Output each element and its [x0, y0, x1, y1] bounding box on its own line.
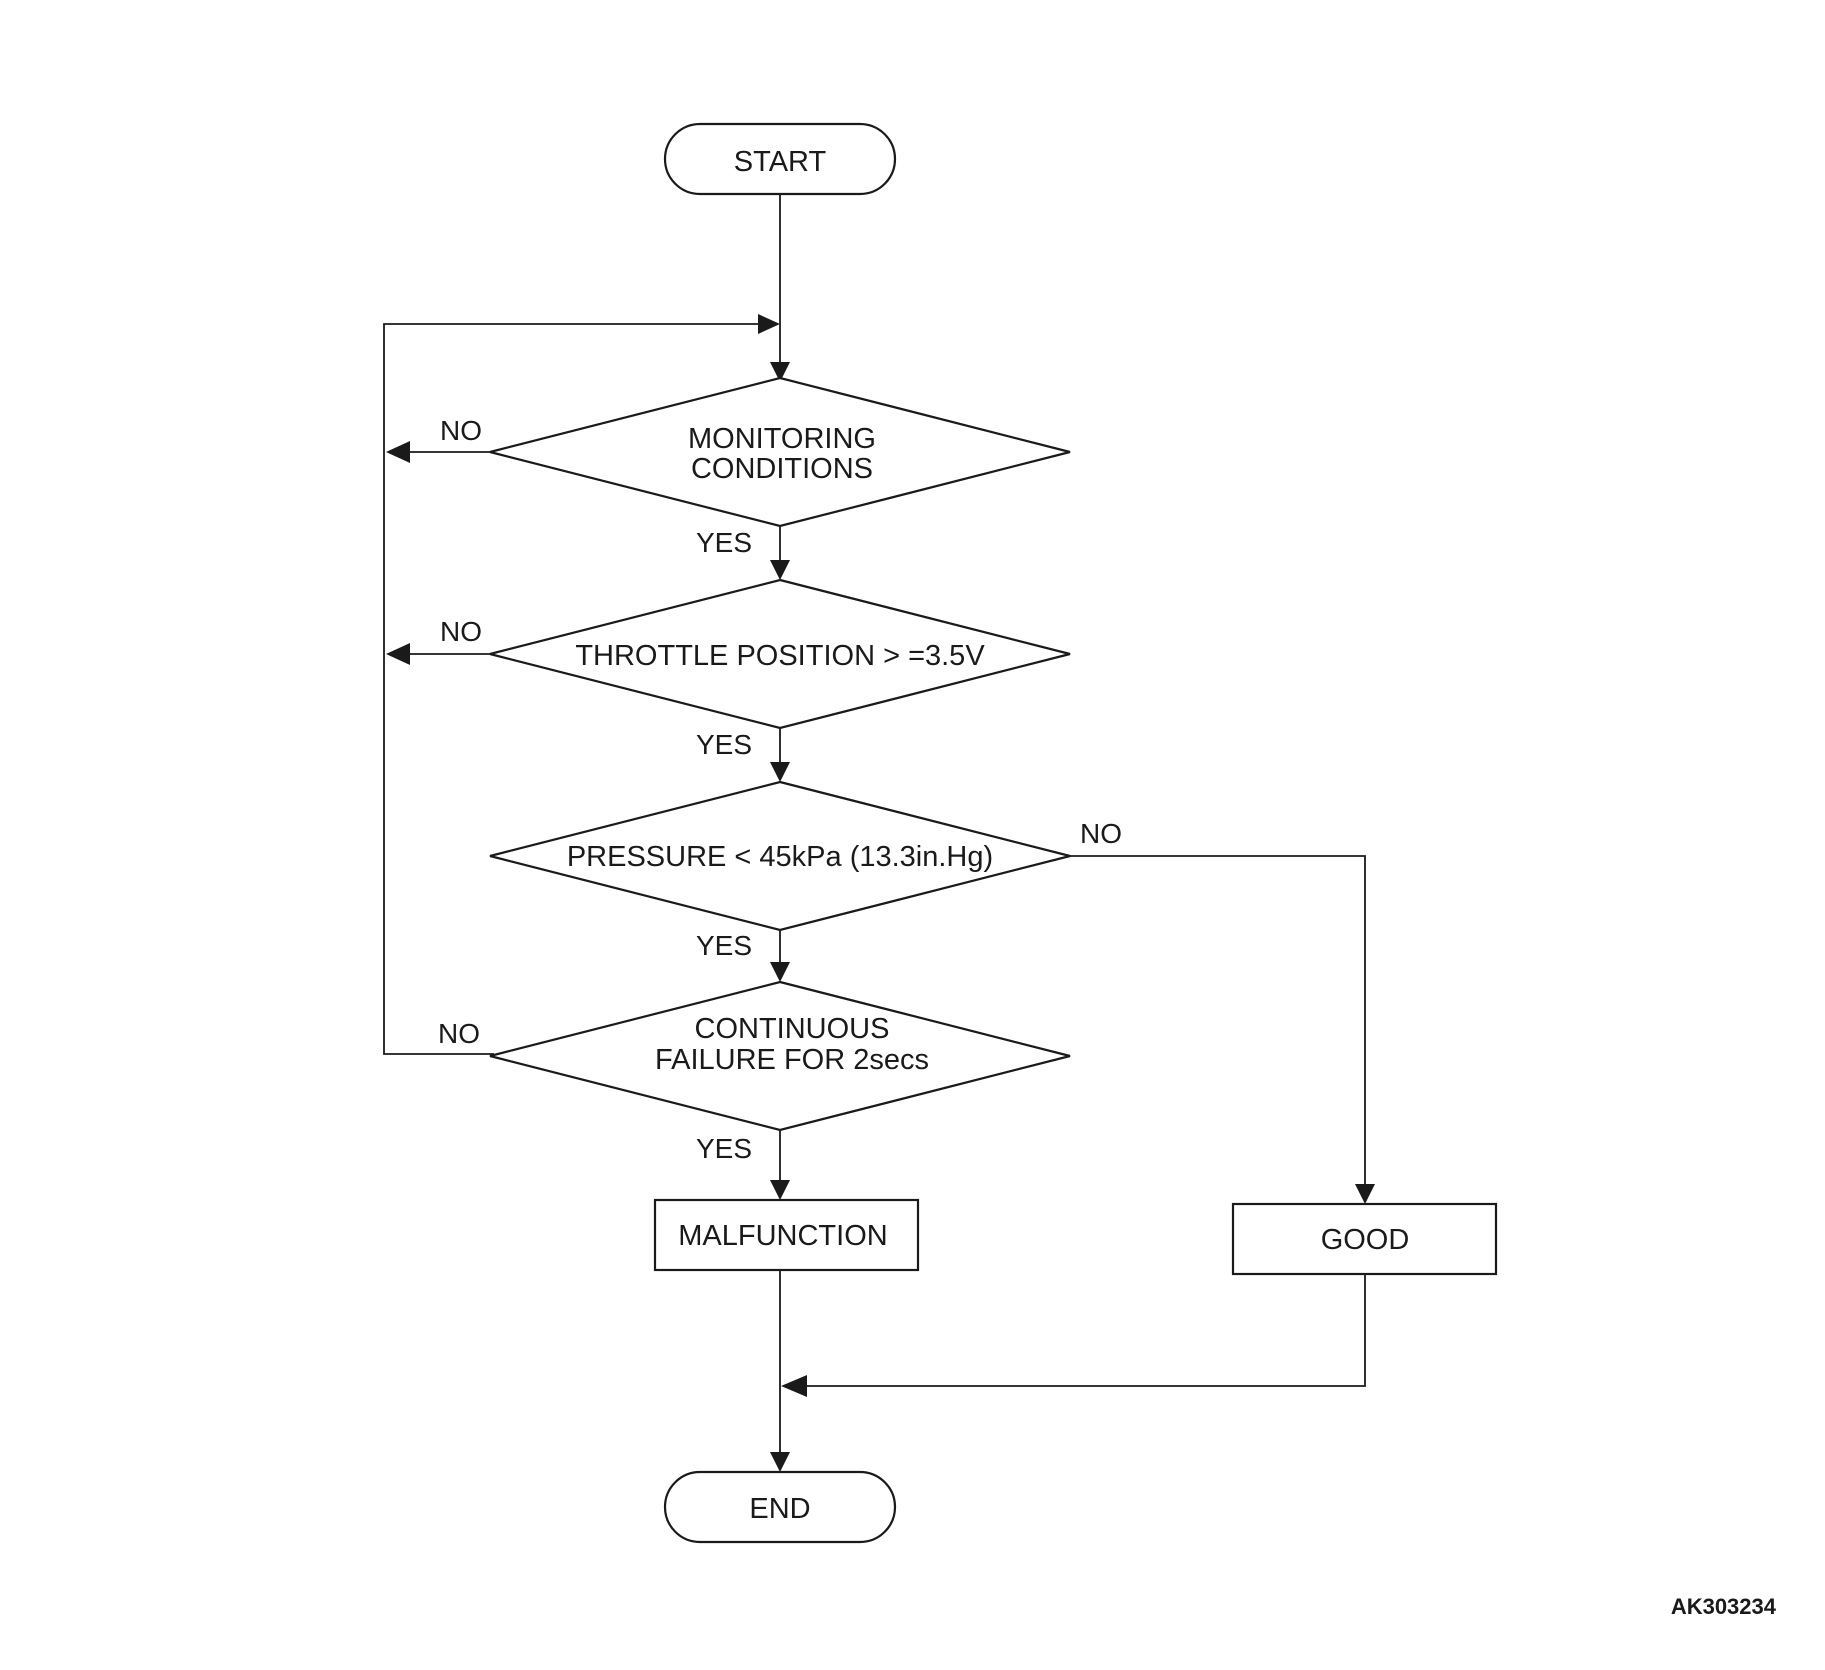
arrow-into-monitoring — [770, 362, 790, 382]
figure-reference-id: AK303234 — [1671, 1594, 1777, 1619]
monitoring-no-arrow — [386, 441, 410, 463]
continuous-label-line2: FAILURE FOR 2secs — [655, 1044, 929, 1076]
good-to-merge-line — [798, 1274, 1366, 1387]
continuous-no-label: NO — [438, 1018, 480, 1049]
monitoring-label-line2: CONDITIONS — [691, 453, 873, 485]
continuous-yes-label: YES — [696, 1133, 752, 1164]
throttle-no-label: NO — [440, 616, 482, 647]
monitoring-no-label: NO — [440, 415, 482, 446]
throttle-yes-label: YES — [696, 729, 752, 760]
throttle-label: THROTTLE POSITION > =3.5V — [575, 640, 985, 672]
good-box — [1231, 1202, 1498, 1276]
arrow-into-end — [770, 1452, 790, 1472]
malfunction-label: MALFUNCTION — [678, 1220, 887, 1252]
pressure-no-arrow — [1355, 1184, 1375, 1204]
pressure-label: PRESSURE < 45kPa (13.3in.Hg) — [567, 841, 993, 873]
good-label: GOOD — [1321, 1224, 1410, 1256]
throttle-no-arrow — [386, 643, 410, 665]
loop-back-line — [383, 323, 762, 1055]
continuous-yes-arrow — [770, 1180, 790, 1200]
continuous-label-line1: CONTINUOUS — [695, 1013, 890, 1045]
monitoring-yes-arrow — [770, 560, 790, 580]
end-label: END — [749, 1493, 810, 1525]
throttle-yes-arrow — [770, 762, 790, 782]
merge-arrow — [781, 1375, 807, 1397]
monitoring-label-line1: MONITORING — [688, 423, 876, 455]
monitoring-yes-label: YES — [696, 527, 752, 558]
loop-back-arrow — [758, 314, 780, 334]
malfunction-box — [653, 1198, 920, 1272]
pressure-yes-label: YES — [696, 930, 752, 961]
pressure-yes-arrow — [770, 962, 790, 982]
start-label: START — [734, 146, 827, 178]
pressure-no-label: NO — [1080, 818, 1122, 849]
pressure-no-line — [1070, 855, 1366, 1192]
end-terminal — [663, 1470, 897, 1544]
